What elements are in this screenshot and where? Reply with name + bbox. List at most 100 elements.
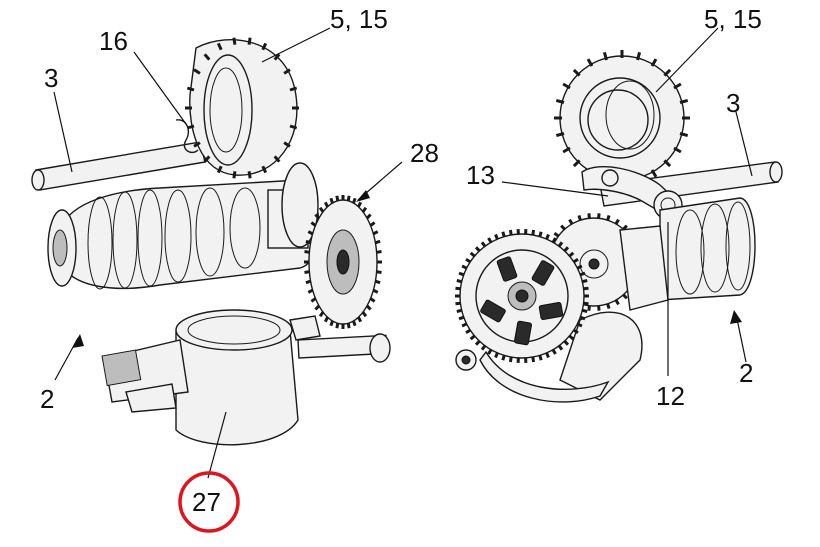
gear-tooth [501,354,506,361]
gear-tooth [576,322,583,328]
gear-tooth [560,224,566,231]
gear-tooth [458,271,465,277]
gear-tooth [568,334,575,341]
gear-tooth [361,311,368,318]
gear-tooth [551,237,557,244]
callout-housing-left: 2 [40,384,55,414]
gear-tooth [305,239,312,245]
gear-tooth [555,132,565,138]
gear-tooth [318,206,325,213]
leader-lines [53,27,753,479]
gear-tooth [474,246,481,252]
gear-tooth [374,239,381,245]
callout-housing-right: 2 [739,358,754,388]
gear-tooth [305,279,312,285]
gear-tooth [650,58,658,67]
gear-tooth [555,98,565,104]
gear-tooth [579,315,586,321]
gear-tooth [372,288,379,294]
gear-tooth [203,53,211,61]
gear-tooth [508,229,513,236]
callout-shaft-right: 3 [726,88,741,118]
gear-tooth [314,304,321,311]
gear-tooth [562,82,571,90]
gear-tooth [455,301,461,306]
gear-tooth [273,53,281,61]
gear-tooth [232,37,237,45]
gear-tooth [261,165,268,174]
gear-tooth [583,301,589,306]
left-assembly [31,37,391,446]
gear-tooth [365,213,372,220]
gear-tooth [461,264,468,270]
gear-tooth [568,218,574,225]
right-crankshaft [659,197,756,301]
gear-tooth [636,51,642,61]
gear-tooth [456,308,463,313]
gear-tooth [283,141,291,148]
gear-tooth [458,315,465,321]
gear-tooth [216,42,223,51]
gear-tooth [374,279,381,285]
left-gear [185,37,299,179]
left-spring [175,119,199,154]
gear-tooth [597,213,601,219]
gear-tooth [587,305,591,311]
gear-tooth [318,311,325,318]
gear-tooth [456,279,463,284]
gear-tooth [563,246,570,252]
gear-tooth [614,299,620,306]
gear-tooth [357,316,363,323]
left-shaft [31,141,206,191]
gear-tooth [538,231,543,238]
gear-tooth [508,356,513,363]
gear-tooth [323,201,329,208]
gear-tooth [372,230,379,236]
gear-tooth [650,169,658,178]
gear-tooth [193,141,201,148]
gear-tooth [376,250,382,254]
gear-tooth [307,230,314,236]
callout-gear-right: 5, 15 [704,4,762,34]
gear-tooth [494,352,499,359]
callout-gear-train-left: 28 [410,138,439,168]
gear-tooth [352,320,357,327]
left-gear-train [281,162,391,363]
gear-tooth [469,334,476,341]
gear-tooth [304,250,310,254]
gear-tooth [587,213,591,219]
gear-tooth [455,286,461,291]
gear-tooth [563,340,570,346]
gear-tooth [538,354,543,361]
gear-tooth [545,352,550,359]
gear-tooth [487,348,493,355]
callout-starter-motor-left: 27 [192,487,221,517]
gear-tooth [469,251,476,258]
gear-tooth [572,257,579,264]
gear-tooth [361,206,368,213]
gear-tooth [622,293,628,300]
left-crankshaft [47,179,320,290]
gear-tooth [365,304,372,311]
gear-tooth [329,320,334,327]
gear-tooth [545,233,550,240]
gear-tooth [557,241,564,248]
gear-tooth [583,286,589,291]
gear-tooth [581,279,588,284]
gear-tooth [289,124,298,130]
left-starter-motor [101,309,321,446]
gear-tooth [369,221,376,227]
gear-tooth [487,237,493,244]
right-lower-cover [455,349,610,403]
gear-tooth [247,37,252,45]
gear-tooth [551,348,557,355]
gear-tooth [531,229,536,236]
gear-tooth [602,51,608,61]
gear-tooth [323,316,329,323]
gear-tooth [357,201,363,208]
callout-shaft-left: 3 [44,63,59,93]
gear-tooth [369,297,376,303]
callout-pivot-right: 12 [656,381,685,411]
